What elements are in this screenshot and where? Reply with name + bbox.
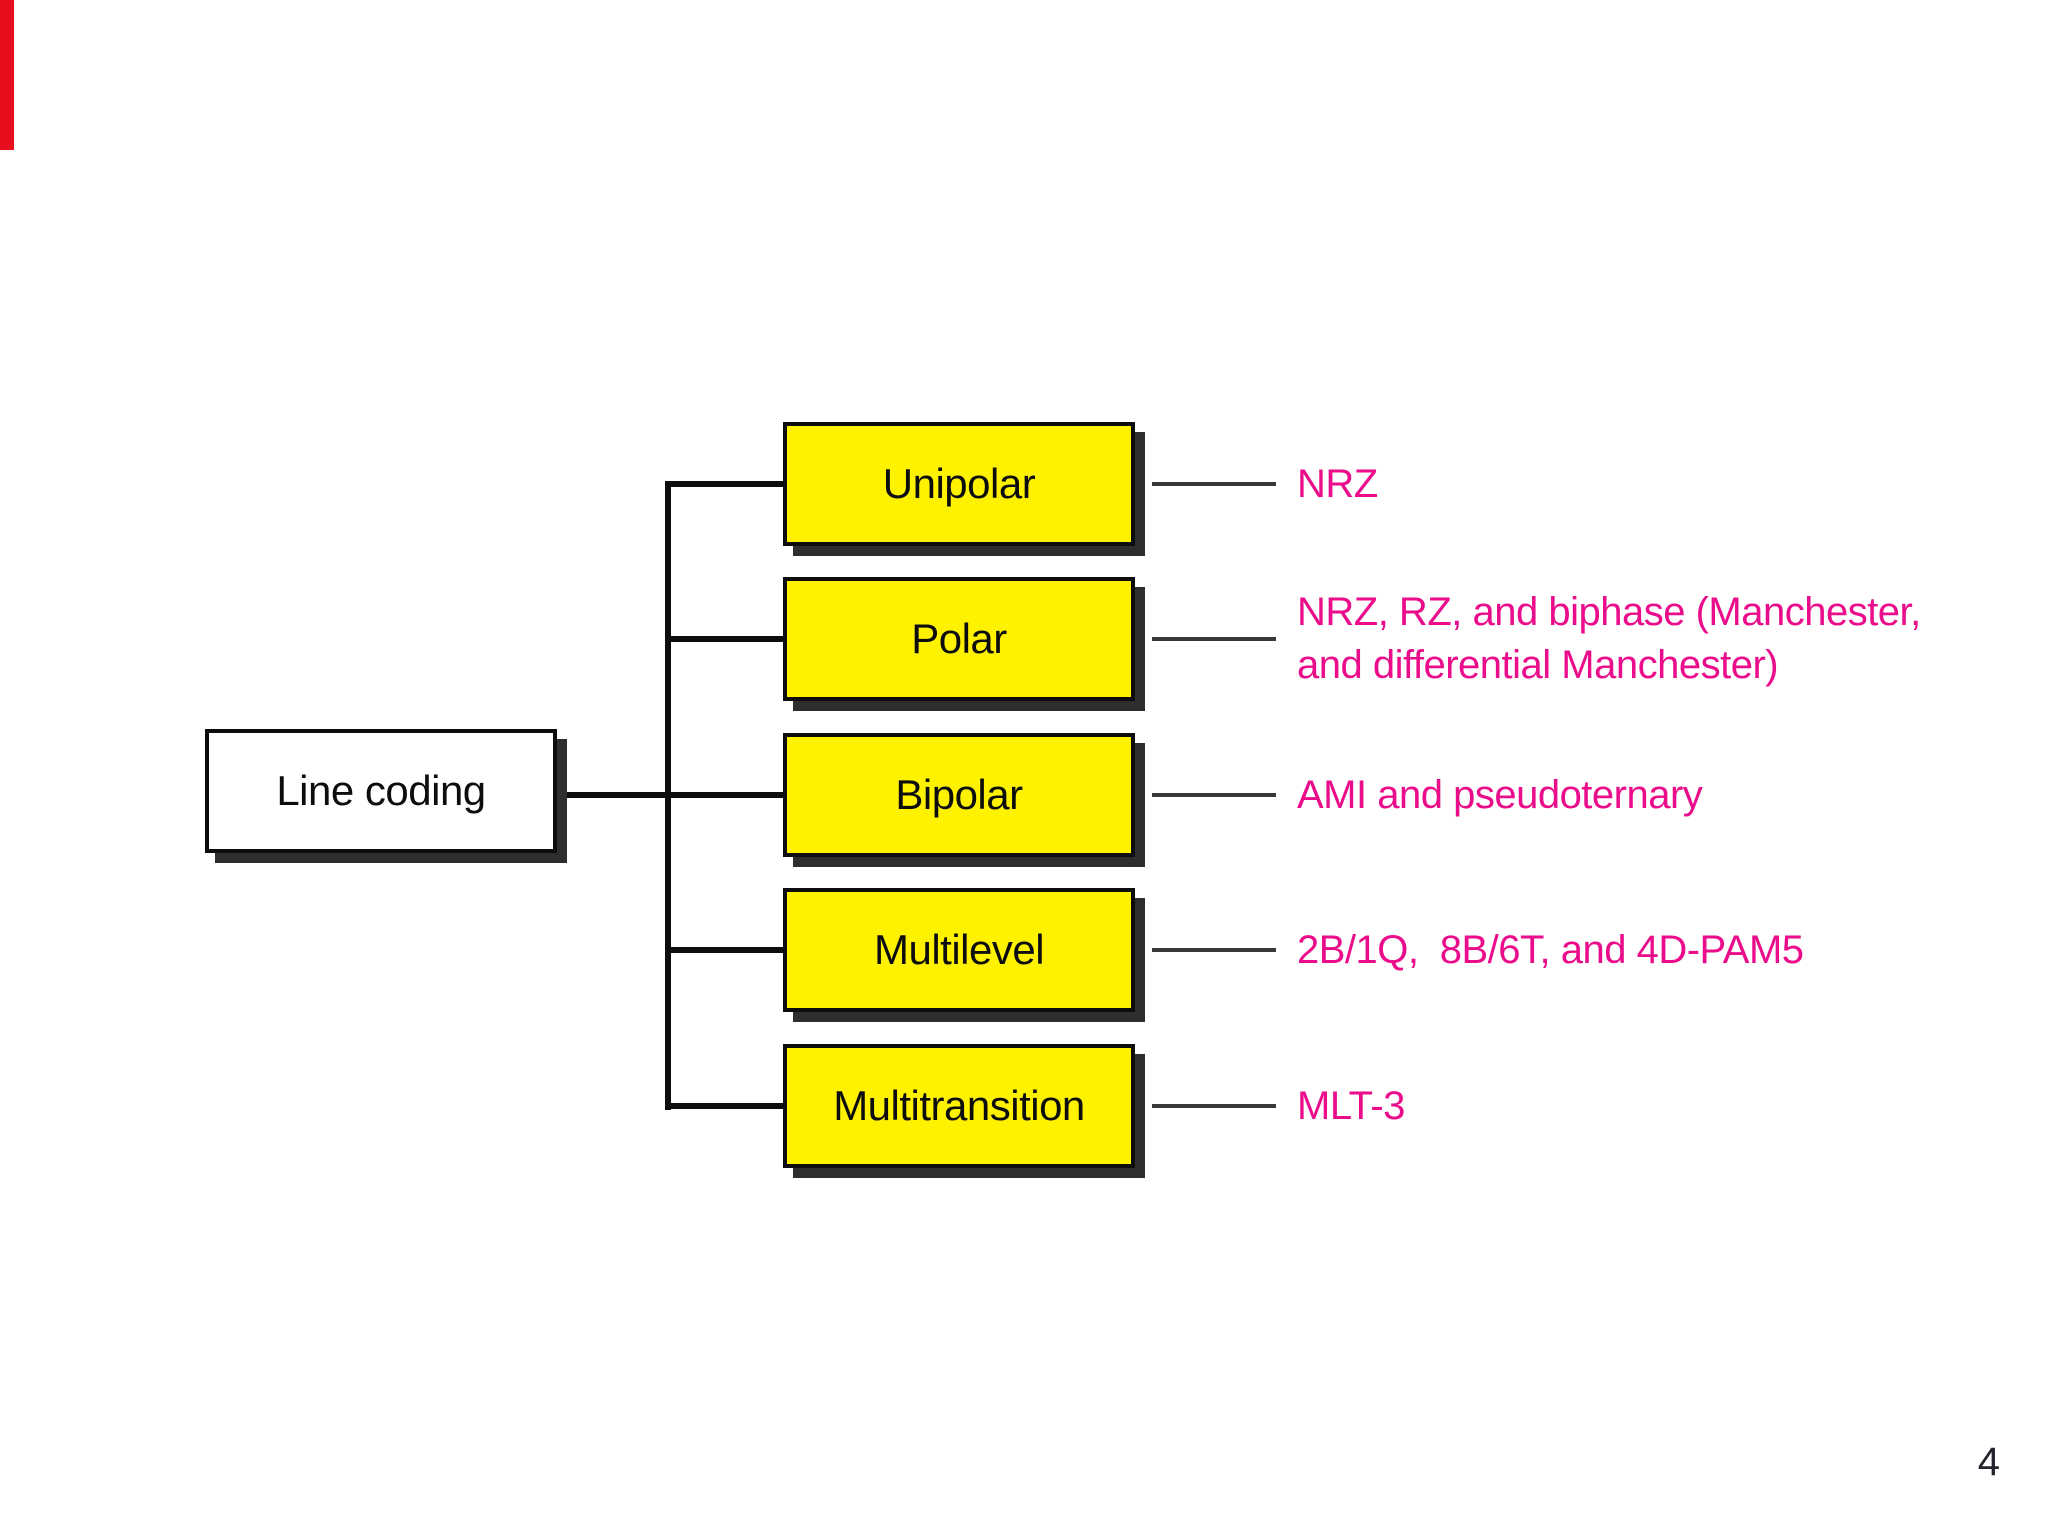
branch-connector-line xyxy=(665,792,783,798)
scheme-connector-line xyxy=(1152,1104,1276,1108)
branch-node-unipolar: Unipolar xyxy=(783,422,1135,546)
branch-connector-line xyxy=(665,947,783,953)
scheme-connector-line xyxy=(1152,637,1276,641)
branch-node-multilevel: Multilevel xyxy=(783,888,1135,1012)
scheme-label-unipolar: NRZ xyxy=(1297,461,1378,506)
root-node-label: Line coding xyxy=(276,767,486,814)
scheme-label-polar: NRZ, RZ, and biphase (Manchester, and di… xyxy=(1297,590,1921,687)
branch-node-multitransition: Multitransition xyxy=(783,1044,1135,1168)
scheme-label-bipolar: AMI and pseudoternary xyxy=(1297,772,1703,817)
branch-node-label: Bipolar xyxy=(895,771,1023,818)
scheme-connector-line xyxy=(1152,482,1276,486)
scheme-connector-line xyxy=(1152,948,1276,952)
branch-node-label: Unipolar xyxy=(882,460,1036,507)
branch-connector-line xyxy=(665,636,783,642)
branch-connector-line xyxy=(665,1103,783,1109)
red-edge-artifact xyxy=(0,0,14,150)
scheme-connector-line xyxy=(1152,793,1276,797)
branch-node-label: Multilevel xyxy=(873,926,1045,973)
branch-node-polar: Polar xyxy=(783,577,1135,701)
branch-node-label: Multitransition xyxy=(833,1082,1085,1129)
branch-node-bipolar: Bipolar xyxy=(783,733,1135,857)
scheme-label-multitransition: MLT-3 xyxy=(1297,1083,1405,1128)
scheme-label-multilevel: 2B/1Q, 8B/6T, and 4D-PAM5 xyxy=(1297,927,1804,972)
root-node-line-coding: Line coding xyxy=(205,729,557,853)
branch-connector-line xyxy=(665,481,783,487)
page-number: 4 xyxy=(1977,1440,2000,1484)
branch-node-label: Polar xyxy=(911,615,1007,662)
